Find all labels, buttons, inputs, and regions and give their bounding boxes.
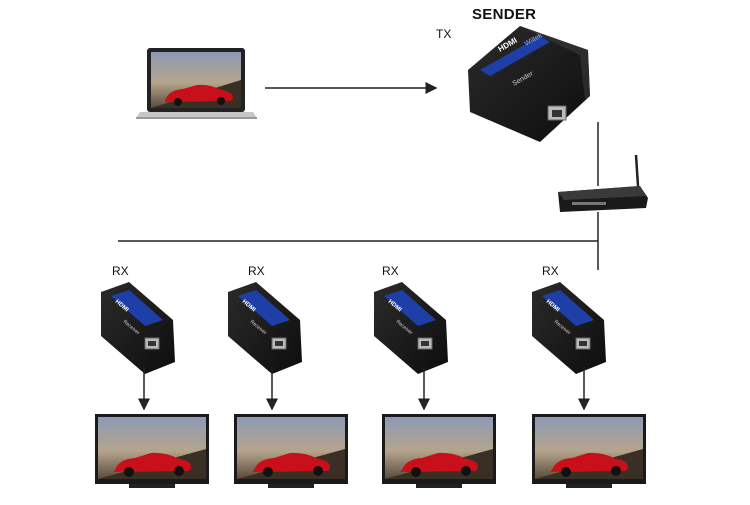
car-image — [113, 452, 191, 477]
tx-label: TX — [436, 27, 452, 41]
car-image — [400, 452, 478, 477]
tv-icon — [95, 414, 209, 488]
tv-icon — [532, 414, 646, 488]
car-image — [165, 84, 233, 106]
rx-label-4: RX — [542, 264, 559, 278]
rx-label-3: RX — [382, 264, 399, 278]
laptop-icon — [136, 48, 257, 119]
tv-icon — [234, 414, 348, 488]
sender-device: HDMI Wiitek Sender — [468, 26, 590, 142]
car-image — [550, 452, 628, 477]
sender-title: SENDER — [472, 6, 537, 23]
rx-label-1: RX — [112, 264, 129, 278]
rx-label-2: RX — [248, 264, 265, 278]
network-switch-icon — [558, 154, 648, 212]
car-image — [252, 452, 330, 477]
tv-icon — [382, 414, 496, 488]
